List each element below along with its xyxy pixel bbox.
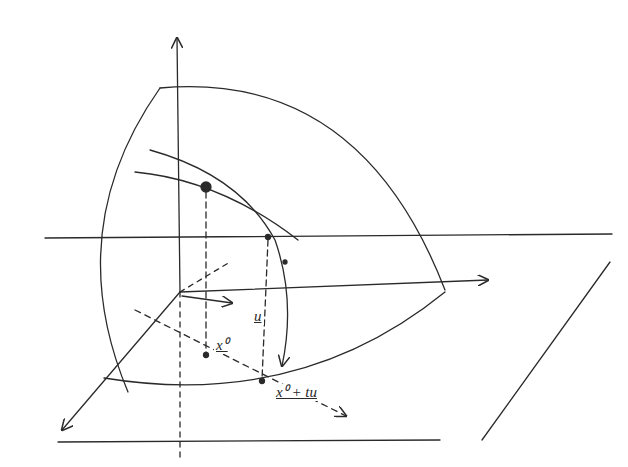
point [204,353,209,358]
surface-curve [150,150,288,366]
vector-u [182,296,232,303]
projection-line [205,192,206,354]
point [201,182,211,192]
point-label: x⁰ + tu [274,384,319,401]
x-axis [62,292,180,430]
plane-line [45,234,612,238]
point-label: x⁰ [214,337,230,354]
tangent-curve [135,172,298,240]
direction-line [135,310,346,416]
point [283,260,287,264]
point [266,235,271,240]
z-axis [177,38,180,292]
point [260,379,265,384]
surface-edge [100,88,160,392]
surface-edge [104,292,445,385]
surface-edge [160,87,445,290]
dashed-line [180,262,230,292]
plane-line [482,262,610,440]
point-label: u [252,308,264,325]
dashed-axis [179,292,180,458]
plane-line [58,440,440,442]
